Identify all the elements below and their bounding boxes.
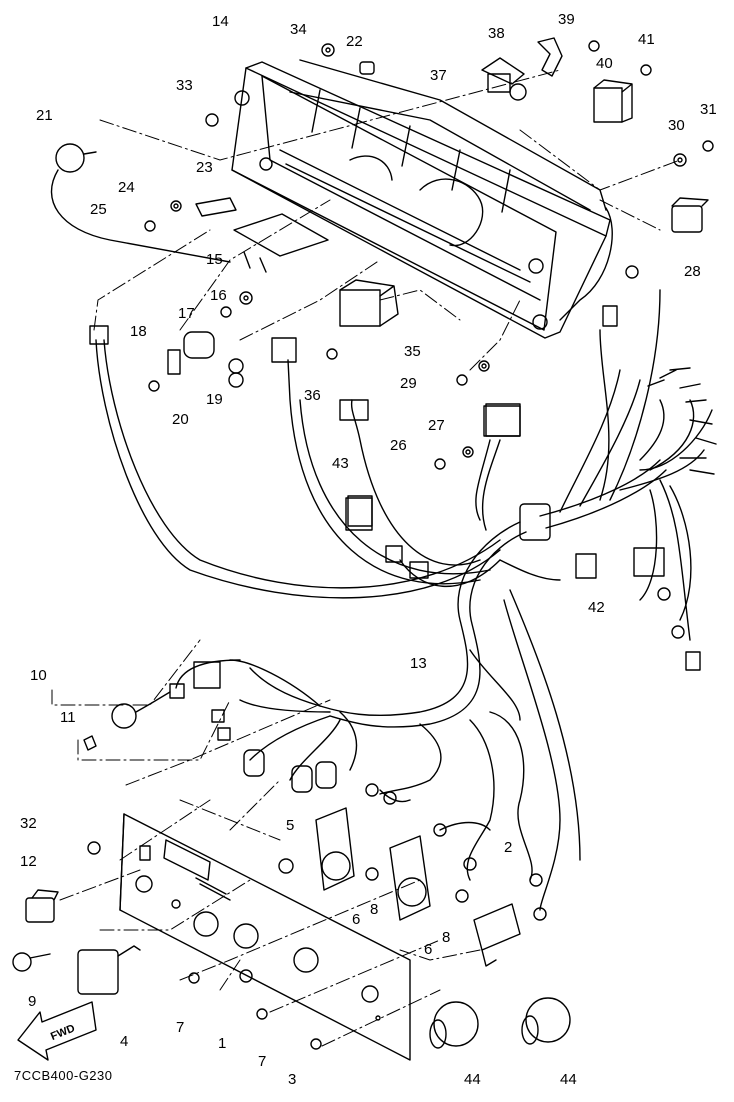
meter-4	[77, 945, 141, 995]
key-11	[83, 735, 97, 751]
callout-15: 15	[206, 251, 223, 268]
leader-lines	[51, 69, 681, 1047]
key-switch-10	[111, 691, 171, 729]
callout-18: 18	[130, 323, 147, 340]
callout-11: 11	[60, 709, 76, 726]
callout-44a: 44	[464, 1071, 481, 1088]
callout-22: 22	[346, 33, 363, 50]
bracket-19	[167, 349, 181, 375]
callout-36: 36	[304, 387, 321, 404]
resistor-23	[195, 197, 237, 217]
relay-40	[593, 79, 633, 123]
wire-harness	[95, 289, 713, 911]
bracket-38	[537, 37, 563, 77]
forward-arrow: FWD	[17, 1001, 97, 1061]
callout-32: 32	[20, 815, 37, 832]
callout-3: 3	[288, 1071, 296, 1088]
callout-8b: 8	[442, 929, 450, 946]
callout-31: 31	[700, 101, 717, 118]
callout-25: 25	[90, 201, 107, 218]
socket-9	[12, 952, 51, 972]
relay-37	[481, 57, 527, 101]
callout-39: 39	[558, 11, 575, 28]
relay-18	[183, 331, 215, 359]
callout-43: 43	[332, 455, 349, 472]
callout-8a: 8	[370, 901, 378, 918]
key-switch-44a	[429, 1001, 479, 1049]
breaker-6b	[389, 835, 431, 921]
callout-44b: 44	[560, 1071, 577, 1088]
callout-5: 5	[286, 817, 294, 834]
connector-43	[347, 495, 373, 527]
callout-40: 40	[596, 55, 613, 72]
switch-2	[473, 903, 521, 967]
callout-12: 12	[20, 853, 37, 870]
plate-15	[233, 213, 329, 273]
buzzer-21	[50, 143, 231, 263]
callout-30: 30	[668, 117, 685, 134]
callout-6a: 6	[352, 911, 360, 928]
connector-27	[483, 405, 521, 437]
callout-7b: 7	[258, 1053, 266, 1070]
callout-4: 4	[120, 1033, 128, 1050]
callout-13: 13	[410, 655, 427, 672]
callout-9: 9	[28, 993, 36, 1010]
console-housing	[231, 59, 613, 339]
callout-29: 29	[400, 375, 417, 392]
callout-16: 16	[210, 287, 227, 304]
callout-17: 17	[178, 305, 195, 322]
callout-28: 28	[684, 263, 701, 280]
callout-34: 34	[290, 21, 307, 38]
callout-7a: 7	[176, 1019, 184, 1036]
callout-23: 23	[196, 159, 213, 176]
callout-14: 14	[212, 13, 229, 30]
callout-6b: 6	[424, 941, 432, 958]
fasteners	[87, 40, 714, 1050]
callout-19: 19	[206, 391, 223, 408]
breaker-6a	[315, 807, 355, 891]
callout-21: 21	[36, 107, 53, 124]
key-switch-44b	[521, 997, 571, 1045]
callout-20: 20	[172, 411, 189, 428]
callout-24: 24	[118, 179, 135, 196]
callout-10: 10	[30, 667, 47, 684]
callout-1: 1	[218, 1035, 226, 1052]
callout-35: 35	[404, 343, 421, 360]
connector-28	[671, 197, 709, 233]
diagram-code: 7CCB400-G230	[14, 1068, 113, 1083]
callout-37: 37	[430, 67, 447, 84]
callout-41: 41	[638, 31, 655, 48]
control-panel-plate	[119, 813, 411, 1061]
connector-42	[575, 553, 597, 579]
callout-38: 38	[488, 25, 505, 42]
switch-12	[25, 889, 59, 923]
callout-labels: 14 34 22 38 39 41 33 37 40 21 30 31 23 2…	[20, 11, 717, 1088]
callout-27: 27	[428, 417, 445, 434]
callout-42: 42	[588, 599, 605, 616]
callout-26: 26	[390, 437, 407, 454]
callout-2: 2	[504, 839, 512, 856]
harness-connectors	[89, 265, 717, 921]
callout-33: 33	[176, 77, 193, 94]
relay-35	[339, 279, 399, 327]
